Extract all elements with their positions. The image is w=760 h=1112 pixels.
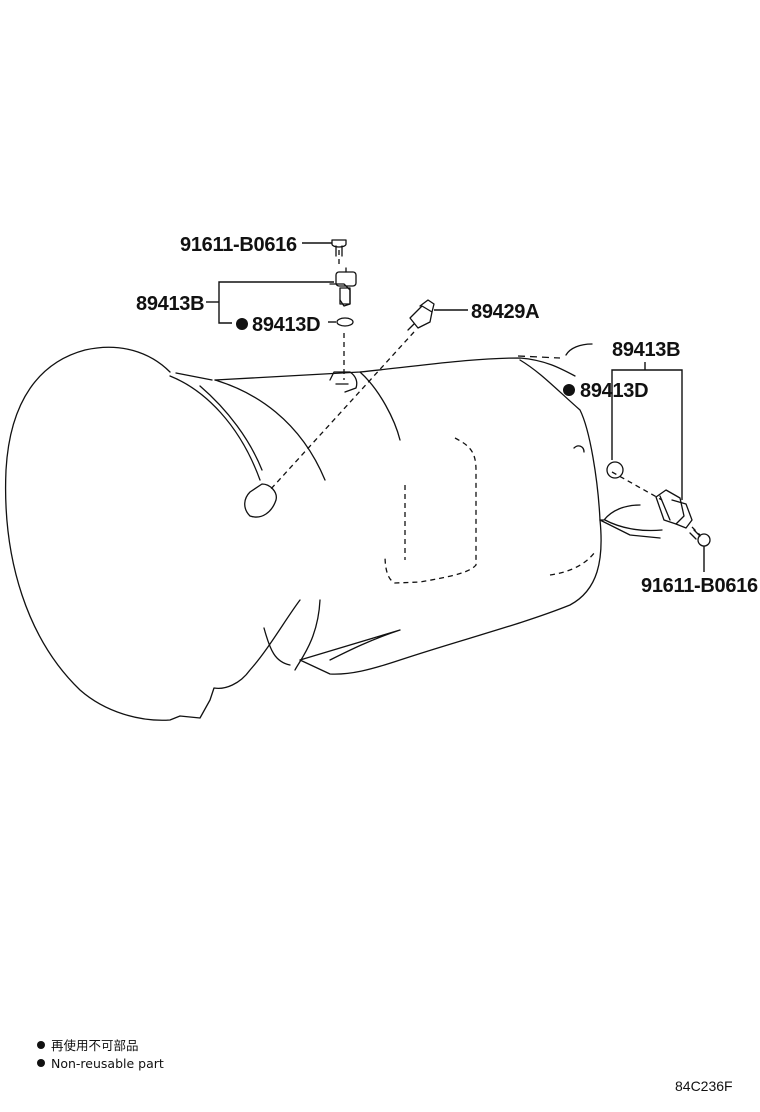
callout-bolt-upper[interactable]: 91611-B0616 [180,234,297,256]
leader-lines [206,242,705,572]
callout-sensor-upper[interactable]: 89413B [136,293,205,315]
transmission-housing [4,343,663,721]
right-oring-icon[interactable] [606,461,624,479]
callout-oring-upper[interactable]: 89413D [252,314,321,336]
legend-nonreusable-en: Non-reusable part [51,1056,164,1071]
legend-bullet-en [37,1059,45,1067]
callout-switch[interactable]: 89429A [471,301,540,323]
right-bolt-icon[interactable] [689,529,711,547]
callout-bolt-right[interactable]: 91611-B0616 [641,575,758,597]
upper-bolt-icon[interactable] [331,239,347,257]
speed-switch-icon[interactable] [407,299,435,331]
right-speed-sensor-icon[interactable] [655,489,693,529]
callouts: 91611-B0616 89413B 89413D 89429A 89413B … [136,234,758,597]
callout-sensor-right[interactable]: 89413B [612,339,681,361]
figure-id: 84C236F [675,1078,733,1094]
nonreusable-marker-upper [236,318,248,330]
nonreusable-marker-right [563,384,575,396]
upper-speed-sensor-icon[interactable] [329,267,357,307]
upper-oring-icon[interactable] [336,317,354,327]
legend: 再使用不可部品 Non-reusable part [37,1038,164,1071]
callout-oring-right[interactable]: 89413D [580,380,649,402]
legend-bullet-ja [37,1041,45,1049]
legend-nonreusable-ja: 再使用不可部品 [51,1038,139,1053]
